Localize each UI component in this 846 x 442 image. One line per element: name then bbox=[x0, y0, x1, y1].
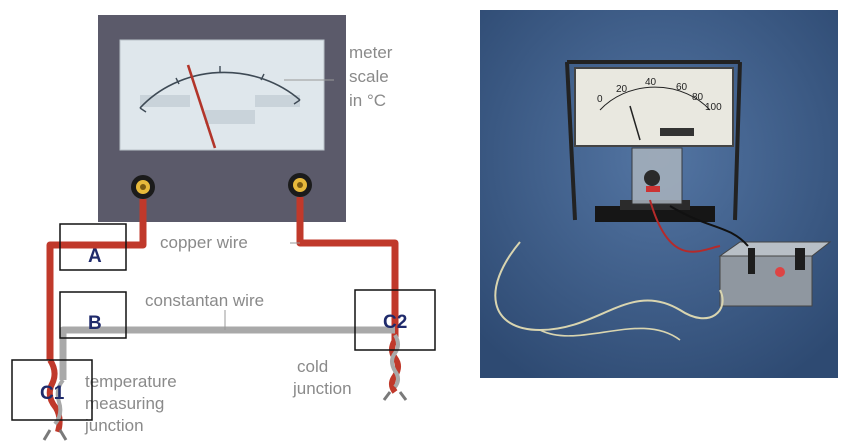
red-cable bbox=[649, 199, 721, 253]
meter-frame bbox=[565, 60, 742, 221]
copper-wire-right bbox=[296, 197, 399, 340]
constantan-wire bbox=[59, 326, 395, 380]
thermocouple-lead bbox=[494, 241, 724, 332]
thermocouple-diagram: meter scale in °C copper wire constantan… bbox=[11, 15, 436, 441]
scale-tick-0: 0 bbox=[597, 94, 603, 105]
meter-label-line-3: in °C bbox=[349, 91, 386, 110]
box-b-label: B bbox=[88, 313, 102, 334]
box-b bbox=[59, 291, 127, 339]
scale-tick-80: 80 bbox=[692, 92, 704, 103]
measuring-junction-label-line-2: measuring bbox=[85, 394, 164, 413]
apparatus-photo: 0 20 40 60 80 100 bbox=[480, 10, 838, 378]
box-a bbox=[59, 223, 127, 271]
copper-wire-label: copper wire bbox=[160, 233, 248, 252]
measuring-junction-label-line-3: junction bbox=[84, 416, 144, 435]
box-c1 bbox=[11, 359, 93, 421]
meter-needle bbox=[186, 64, 217, 149]
measuring-junction bbox=[42, 358, 68, 441]
cold-junction-label-line-1: cold bbox=[297, 357, 328, 376]
cold-junction-label-line-2: junction bbox=[292, 379, 352, 398]
meter-label-line-2: scale bbox=[349, 67, 389, 86]
box-c2-label: C2 bbox=[383, 312, 407, 333]
meter-label-line-1: meter bbox=[349, 43, 393, 62]
scale-tick-100: 100 bbox=[705, 102, 722, 113]
cold-junction bbox=[382, 333, 408, 401]
copper-wire-left bbox=[46, 199, 147, 360]
photo-needle bbox=[629, 105, 641, 141]
constantan-wire-label: constantan wire bbox=[145, 291, 264, 310]
box-a-label: A bbox=[88, 246, 102, 267]
right-terminal bbox=[288, 173, 312, 197]
measuring-junction-label-line-1: temperature bbox=[85, 372, 177, 391]
box-c2 bbox=[354, 289, 436, 351]
scale-tick-20: 20 bbox=[616, 84, 628, 95]
meter-scale-arc bbox=[139, 71, 301, 109]
scale-tick-40: 40 bbox=[645, 77, 657, 88]
box-c1-label: C1 bbox=[40, 383, 65, 404]
left-terminal bbox=[131, 175, 155, 199]
scale-tick-60: 60 bbox=[676, 82, 688, 93]
black-cable bbox=[669, 205, 749, 247]
